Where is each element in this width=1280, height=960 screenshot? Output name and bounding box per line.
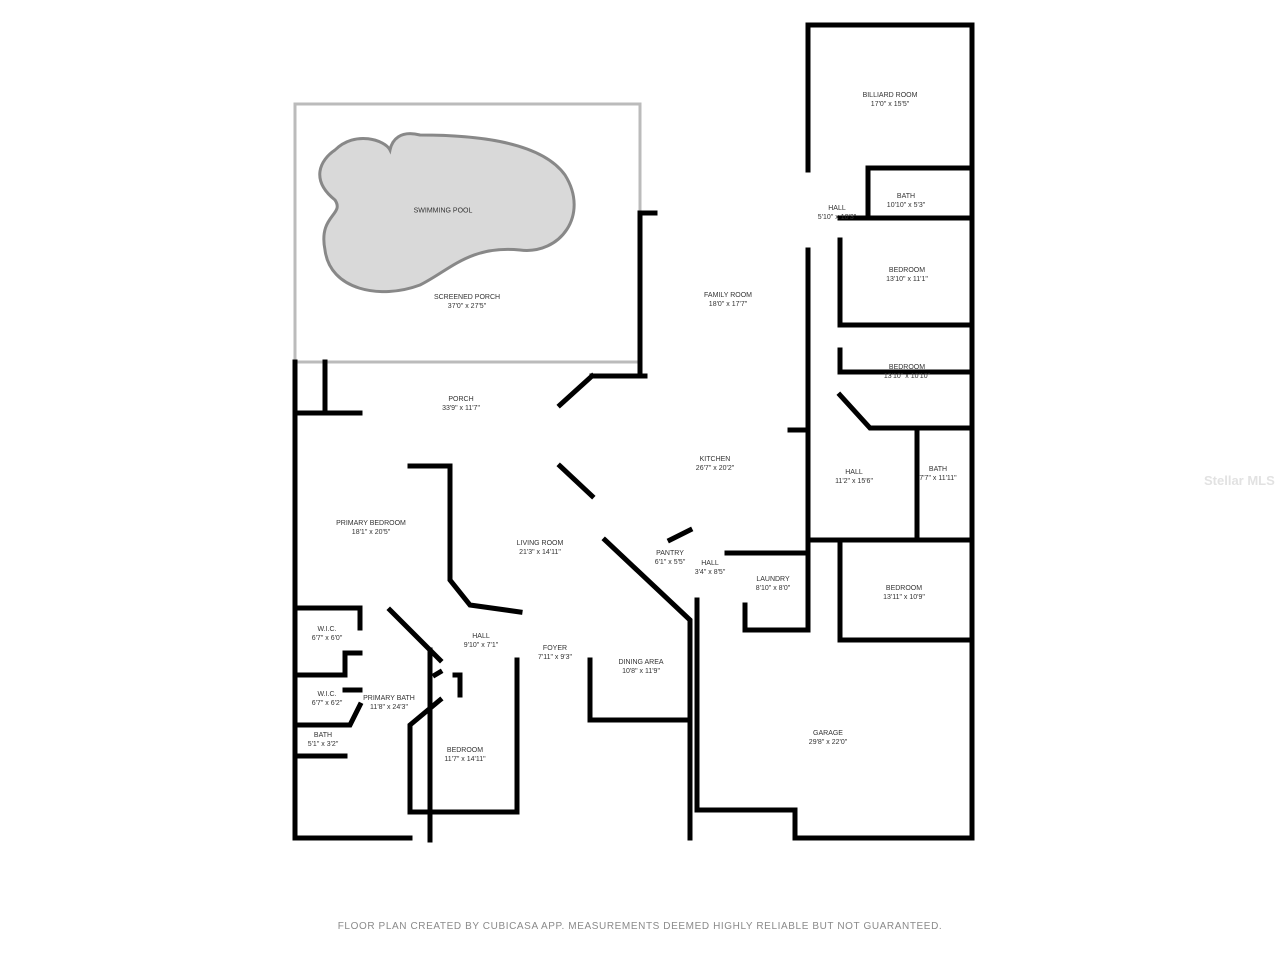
room-wic-1: W.I.C.6'7" x 6'0": [311, 626, 343, 642]
walls: [292, 22, 975, 843]
footer-disclaimer: FLOOR PLAN CREATED BY CUBICASA APP. MEAS…: [337, 921, 943, 932]
room-swimming-pool: SWIMMING POOL: [413, 207, 473, 215]
watermark: Stellar MLS: [1204, 473, 1275, 488]
room-wic-2: W.I.C.6'7" x 6'2": [311, 691, 343, 707]
swimming-pool-shape: [318, 132, 576, 293]
